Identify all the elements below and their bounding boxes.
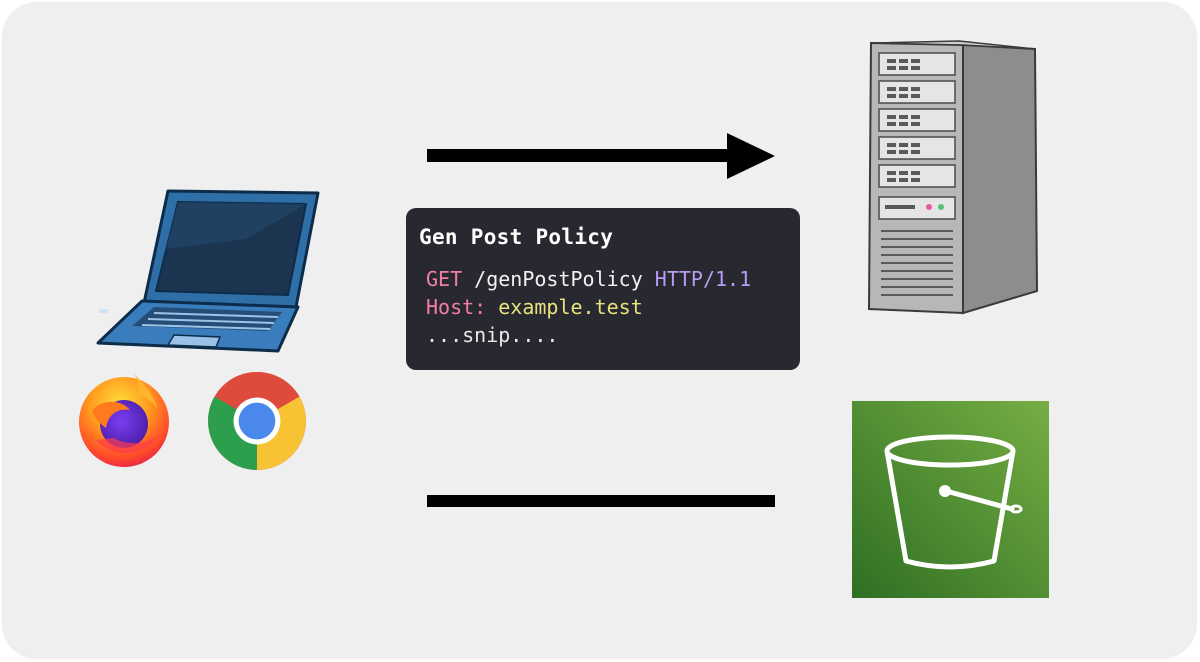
chrome-icon — [208, 371, 306, 470]
http-method: GET — [426, 267, 463, 291]
firefox-icon — [79, 374, 169, 467]
response-line — [427, 495, 775, 507]
snip-line: ...snip.... — [426, 323, 559, 347]
host-header-line: Host: example.test — [419, 293, 787, 321]
http-request-box: Gen Post Policy GET /genPostPolicy HTTP/… — [406, 208, 800, 370]
request-line: GET /genPostPolicy HTTP/1.1 — [419, 265, 787, 293]
request-arrow — [427, 133, 775, 179]
laptop-icon — [96, 189, 320, 353]
http-version: HTTP/1.1 — [654, 267, 752, 291]
diagram-canvas: Gen Post Policy GET /genPostPolicy HTTP/… — [3, 3, 1196, 658]
s3-bucket-icon — [852, 401, 1049, 598]
request-box-title: Gen Post Policy — [419, 225, 614, 249]
server-tower-icon — [867, 40, 1039, 315]
header-value: example.test — [486, 295, 643, 319]
header-key: Host: — [426, 295, 487, 319]
http-request-lines: GET /genPostPolicy HTTP/1.1 Host: exampl… — [419, 265, 787, 349]
request-path: /genPostPolicy — [462, 267, 655, 291]
